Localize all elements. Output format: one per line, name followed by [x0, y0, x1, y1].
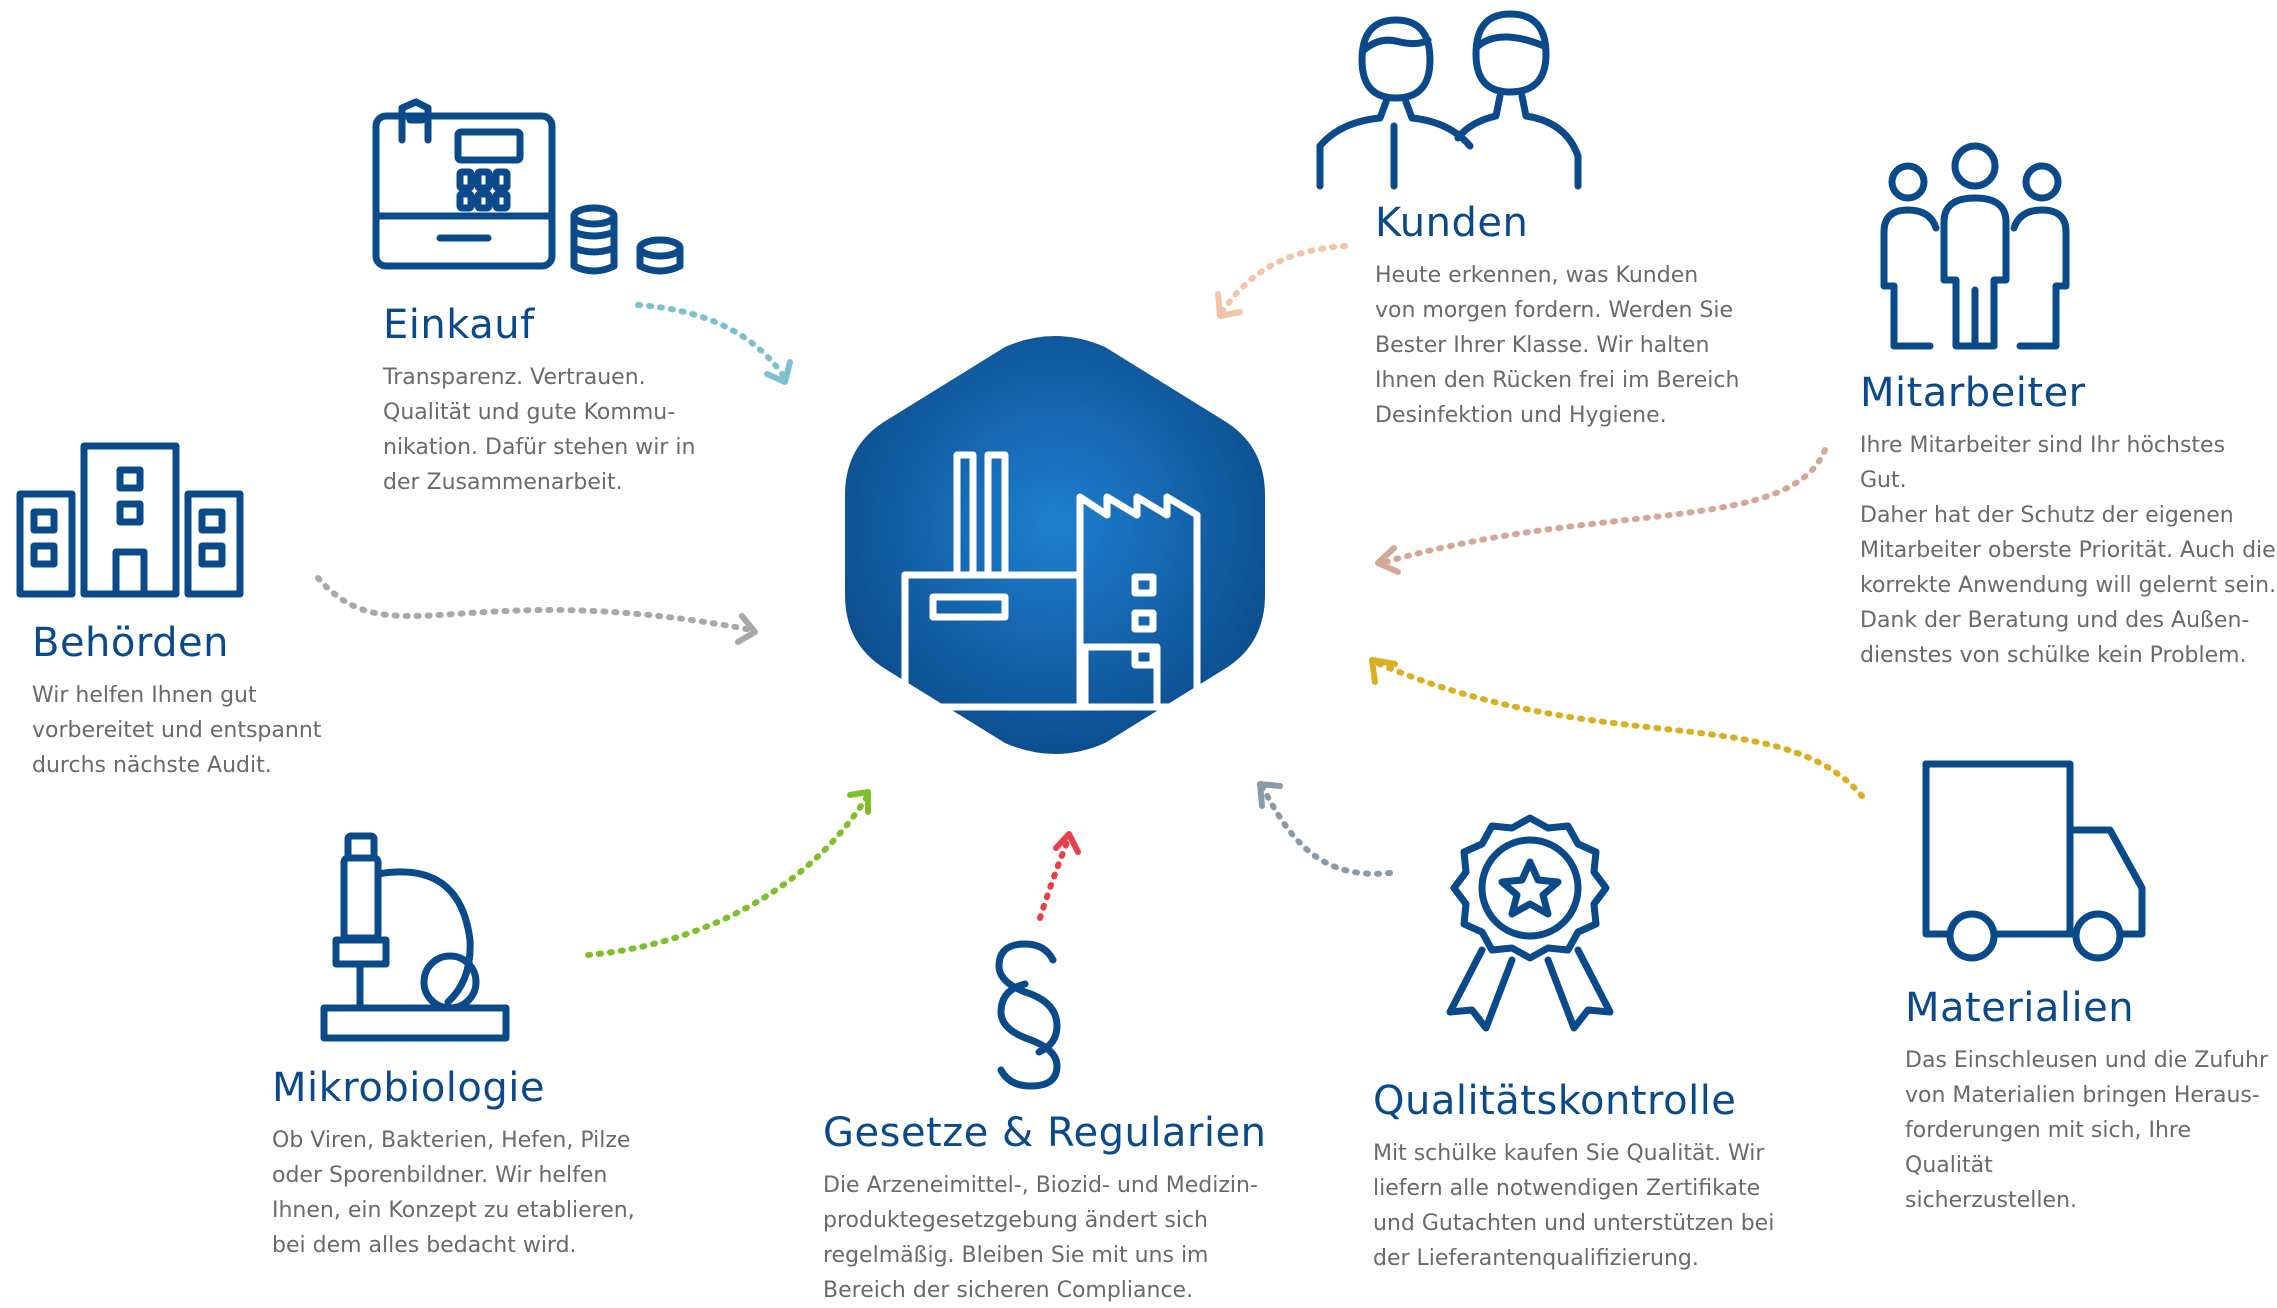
node-mitarbeiter: Mitarbeiter Ihre Mitarbeiter sind Ihr hö…: [1860, 370, 2277, 673]
customers-icon: [1316, 10, 1582, 190]
truck-icon: [1922, 760, 2146, 962]
node-description: Transparenz. Vertrauen. Qualität und gut…: [383, 365, 696, 495]
node-title: Behörden: [32, 620, 229, 666]
arrow-kunden: [1215, 243, 1348, 319]
factory-icon: [901, 451, 1201, 711]
node-gesetze: Gesetze & Regularien Die Arzeneimittel-,…: [823, 1110, 1266, 1308]
node-description: Heute erkennen, was Kunden von morgen fo…: [1375, 263, 1740, 428]
arrow-behoerden: [315, 575, 758, 645]
arrow-mikrobiologie: [585, 789, 871, 958]
node-materialien: Materialien Das Einschleusen und die Zuf…: [1905, 985, 2277, 1218]
node-title: Gesetze & Regularien: [823, 1110, 1267, 1156]
arrow-gesetze: [1037, 831, 1081, 921]
buildings-icon: [16, 442, 244, 598]
employees-icon: [1880, 142, 2070, 350]
node-title: Kunden: [1375, 200, 1529, 246]
node-title: Mitarbeiter: [1860, 370, 2086, 416]
central-hub: [845, 336, 1265, 754]
node-title: Einkauf: [383, 302, 535, 348]
node-kunden: Kunden Heute erkennen, was Kunden von mo…: [1375, 200, 1739, 433]
node-mikrobiologie: Mikrobiologie Ob Viren, Bakterien, Hefen…: [272, 1065, 635, 1263]
award-badge-icon: [1446, 814, 1614, 1032]
node-title: Materialien: [1905, 985, 2135, 1031]
node-description: Ihre Mitarbeiter sind Ihr höchstes Gut. …: [1860, 433, 2277, 668]
arrow-mitarbeiter: [1375, 447, 1828, 575]
node-einkauf: Einkauf Transparenz. Vertrauen. Qualität…: [383, 302, 695, 500]
arrow-qualitaet: [1257, 781, 1393, 877]
node-description: Ob Viren, Bakterien, Hefen, Pilze oder S…: [272, 1128, 635, 1258]
paragraph-icon: [995, 940, 1061, 1090]
node-description: Mit schülke kaufen Sie Qualität. Wir lie…: [1373, 1141, 1775, 1271]
node-behoerden: Behörden Wir helfen Ihnen gut vorbereite…: [32, 620, 321, 783]
arrow-einkauf: [635, 302, 793, 385]
arrow-materialien: [1369, 657, 1865, 799]
node-qualitaet: Qualitätskontrolle Mit schülke kaufen Si…: [1373, 1078, 1774, 1276]
node-description: Die Arzeneimittel-, Biozid- und Medizin-…: [823, 1173, 1258, 1303]
node-title: Qualitätskontrolle: [1373, 1078, 1737, 1124]
microscope-icon: [320, 832, 510, 1042]
node-title: Mikrobiologie: [272, 1065, 546, 1111]
cash-register-icon: [372, 98, 684, 275]
node-description: Wir helfen Ihnen gut vorbereitet und ent…: [32, 683, 322, 778]
node-description: Das Einschleusen und die Zufuhr von Mate…: [1905, 1048, 2268, 1213]
